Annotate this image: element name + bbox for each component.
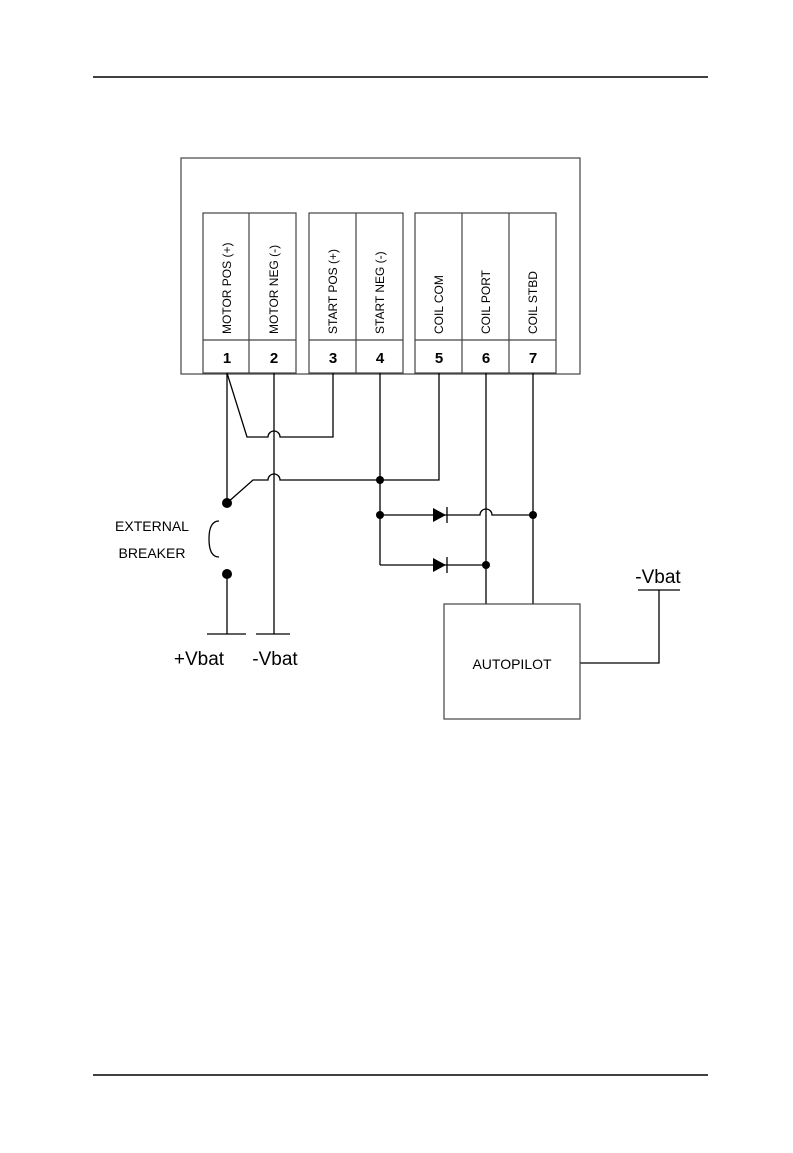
junction-dot: [376, 511, 384, 519]
wire-diode-branch-stbd: [380, 509, 533, 515]
autopilot-label: AUTOPILOT: [472, 656, 552, 672]
terminal-2-label: MOTOR NEG (-): [267, 245, 281, 334]
breaker-arc: [209, 521, 219, 557]
autopilot-ground-label: -Vbat: [635, 567, 681, 588]
wire-terminal-1-to-terminal-3: [227, 373, 333, 437]
terminal-6-number: 6: [482, 350, 490, 367]
terminal-2-number: 2: [270, 350, 278, 367]
terminal-4-number: 4: [376, 350, 385, 367]
junction-dot: [482, 561, 490, 569]
neg-vbat-label: -Vbat: [252, 649, 298, 670]
breaker-label-line1: EXTERNAL: [115, 518, 189, 534]
terminal-3-label: START POS (+): [326, 249, 340, 334]
terminal-5-number: 5: [435, 350, 443, 367]
terminal-1-number: 1: [223, 350, 231, 367]
terminal-6-label: COIL PORT: [479, 269, 493, 334]
junction-dot: [529, 511, 537, 519]
diode-port-icon: [433, 557, 447, 573]
diode-stbd-icon: [433, 507, 447, 523]
terminal-7-number: 7: [529, 350, 537, 367]
terminal-4-label: START NEG (-): [373, 251, 387, 334]
terminal-1-label: MOTOR POS (+): [220, 243, 234, 334]
terminal-3-number: 3: [329, 350, 337, 367]
breaker-label-line2: BREAKER: [119, 545, 186, 561]
terminal-7-label: COIL STBD: [526, 271, 540, 334]
junction-dot: [376, 476, 384, 484]
wire-autopilot-to-ground: [580, 590, 659, 663]
junction-dot: [222, 498, 232, 508]
terminal-5-label: COIL COM: [432, 275, 446, 334]
pos-vbat-label: +Vbat: [174, 649, 225, 670]
junction-dot: [222, 569, 232, 579]
